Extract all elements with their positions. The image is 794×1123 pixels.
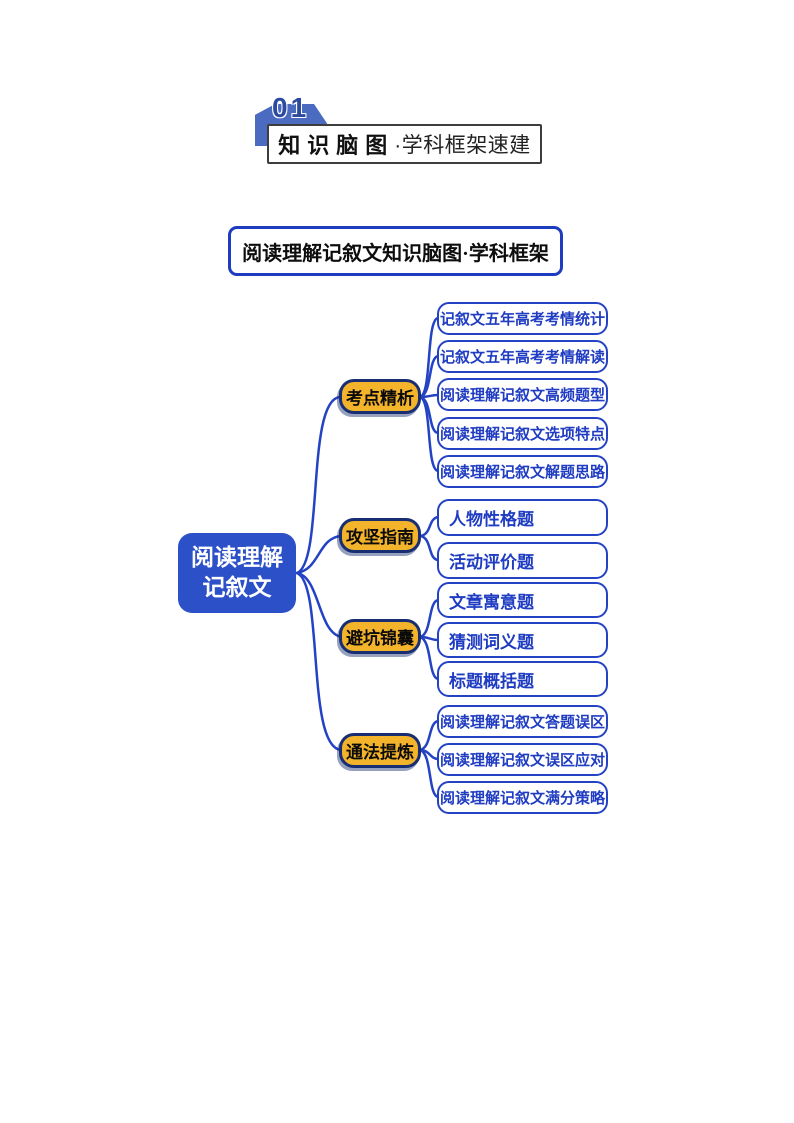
leaf-node: 标题概括题 [437,661,608,697]
root-node: 阅读理解 记叙文 [178,533,296,613]
leaf-node: 阅读理解记叙文选项特点 [437,417,608,450]
leaf-node-label: 阅读理解记叙文解题思路 [439,465,605,481]
leaf-node-label: 文章寓意题 [449,592,534,612]
connector-b4-l3 [418,748,440,799]
leaf-node: 阅读理解记叙文答题误区 [437,705,608,738]
connector-root-branch2 [295,534,343,575]
connector-root-branch1 [295,395,342,575]
leaf-node-label: 记叙文五年高考考情解读 [439,350,605,366]
section-number: 01 [272,92,310,123]
root-node-label-line1: 阅读理解 [191,545,283,571]
branch-node-gongjianzhinan: 攻坚指南 [339,518,421,553]
section-header-title-bold: 知识脑图 [278,133,395,158]
branch-node-kaodianjingxi: 考点精析 [339,379,421,414]
leaf-node: 阅读理解记叙文满分策略 [437,781,608,814]
section-header-box: 知识脑图·学科框架速建 [267,124,542,164]
branch-node-bikengjinnang: 避坑锦囊 [339,619,421,654]
leaf-node-label: 记叙文五年高考考情统计 [439,312,605,328]
connector-b1-l3 [418,393,440,399]
branch-node-label: 通法提炼 [346,743,414,762]
leaf-node-label: 阅读理解记叙文误区应对 [439,753,605,769]
section-header-title-rest: ·学科框架速建 [394,134,531,157]
leaf-node-label: 人物性格题 [449,510,534,529]
connector-b1-l1 [418,316,440,399]
leaf-node: 阅读理解记叙文解题思路 [437,455,608,488]
connector-b4-l1 [418,719,440,752]
connector-b1-l5 [418,395,440,473]
branch-node-label: 避坑锦囊 [346,629,414,648]
leaf-node-label: 阅读理解记叙文高频题型 [439,388,605,404]
leaf-node: 阅读理解记叙文误区应对 [437,743,608,776]
branch-node-tongfatilian: 通法提炼 [339,733,421,768]
leaf-node-label: 活动评价题 [449,553,534,572]
connector-b2-l2 [419,534,440,562]
connector-b1-l4 [418,395,440,435]
leaf-node: 猜测词义题 [437,622,608,658]
connector-b3-l2 [418,635,440,642]
leaf-node: 人物性格题 [437,499,608,536]
leaf-node: 记叙文五年高考考情统计 [437,302,608,335]
leaf-node-label: 阅读理解记叙文答题误区 [439,715,605,731]
map-title-box: 阅读理解记叙文知识脑图·学科框架 [228,226,563,276]
connector-b3-l3 [418,635,440,681]
leaf-node: 阅读理解记叙文高频题型 [437,378,608,411]
leaf-node: 文章寓意题 [437,582,608,618]
connector-b2-l1 [419,515,440,538]
leaf-node: 活动评价题 [437,542,608,579]
connector-b3-l1 [418,598,440,639]
leaf-node: 记叙文五年高考考情解读 [437,340,608,373]
connector-b1-l2 [418,354,440,399]
leaf-node-label: 猜测词义题 [449,632,534,652]
branch-node-label: 攻坚指南 [346,528,414,547]
root-node-label-line2: 记叙文 [202,575,272,600]
connector-b4-l2 [418,748,440,761]
connector-root-branch3 [295,571,344,639]
connector-root-branch4 [295,571,343,752]
leaf-node-label: 阅读理解记叙文选项特点 [439,427,605,443]
leaf-node-label: 阅读理解记叙文满分策略 [439,791,605,807]
leaf-node-label: 标题概括题 [449,671,534,691]
branch-node-label: 考点精析 [346,389,414,408]
